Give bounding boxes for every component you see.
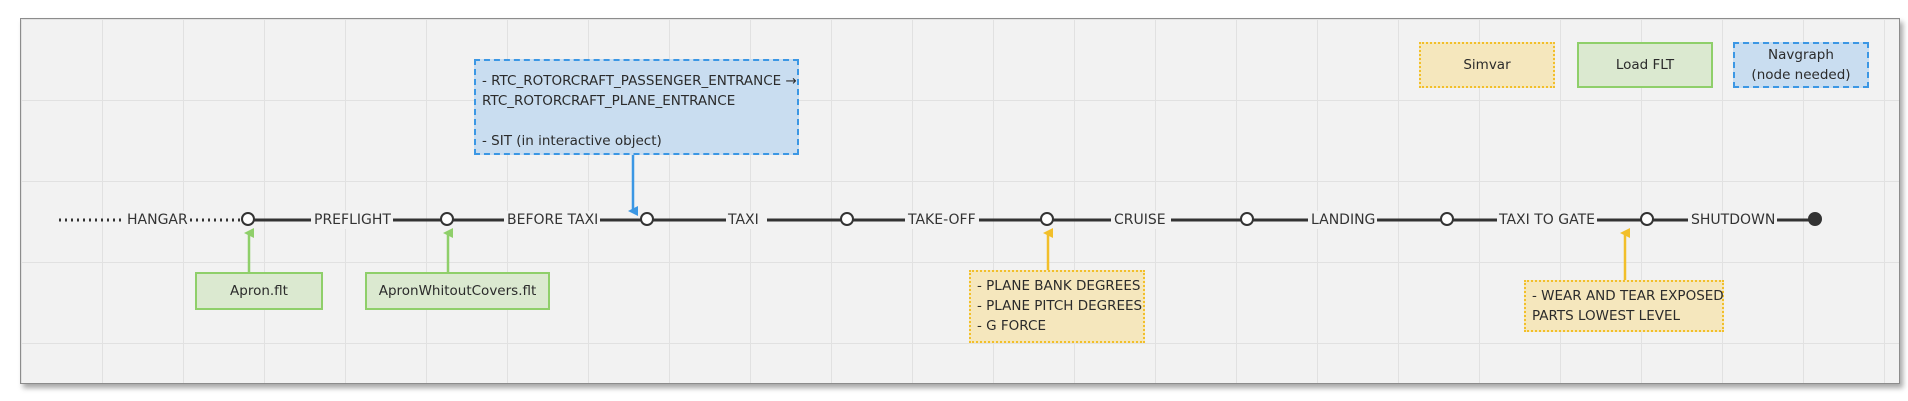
legend-navgraph-sublabel: (node needed) xyxy=(1751,67,1851,83)
navgraph-line: - RTC_ROTORCRAFT_PASSENGER_ENTRANCE → xyxy=(482,73,797,89)
end-node xyxy=(1808,212,1822,226)
navgraph-line xyxy=(482,111,791,131)
flt-box-label: ApronWhitoutCovers.flt xyxy=(378,283,537,299)
stage-preflight: PREFLIGHT xyxy=(312,211,393,229)
legend-load-flt: Load FLT xyxy=(1577,42,1713,88)
simvar-line: - WEAR AND TEAR EXPOSED xyxy=(1532,288,1724,304)
stage-taxi-to-gate: TAXI TO GATE xyxy=(1497,211,1597,229)
stage-take-off: TAKE-OFF xyxy=(906,211,978,229)
milestone-node xyxy=(241,212,255,226)
stage-landing: LANDING xyxy=(1309,211,1378,229)
stage-cruise: CRUISE xyxy=(1112,211,1168,229)
navgraph-box: - RTC_ROTORCRAFT_PASSENGER_ENTRANCE → RT… xyxy=(474,59,799,155)
legend-load-flt-label: Load FLT xyxy=(1615,57,1675,73)
navgraph-line: RTC_ROTORCRAFT_PLANE_ENTRANCE xyxy=(482,93,736,109)
legend-simvar-label: Simvar xyxy=(1463,57,1511,73)
simvar-box-takeoff: - PLANE BANK DEGREES - PLANE PITCH DEGRE… xyxy=(969,270,1145,343)
stage-before-taxi: BEFORE TAXI xyxy=(505,211,601,229)
simvar-line: PARTS LOWEST LEVEL xyxy=(1532,308,1681,324)
diagram-canvas: HANGAR PREFLIGHT BEFORE TAXI TAXI TAKE-O… xyxy=(20,18,1900,384)
legend-navgraph-label: Navgraph xyxy=(1768,47,1834,63)
simvar-line: - PLANE BANK DEGREES xyxy=(977,278,1141,294)
stage-hangar: HANGAR xyxy=(125,211,190,229)
legend-simvar: Simvar xyxy=(1419,42,1555,88)
connector-layer xyxy=(59,155,1810,280)
milestone-node xyxy=(640,212,654,226)
navgraph-line: - SIT (in interactive object) xyxy=(482,133,662,149)
milestone-node xyxy=(840,212,854,226)
milestone-node xyxy=(1440,212,1454,226)
milestone-node xyxy=(1040,212,1054,226)
simvar-box-shutdown: - WEAR AND TEAR EXPOSED PARTS LOWEST LEV… xyxy=(1524,280,1724,332)
stage-shutdown: SHUTDOWN xyxy=(1689,211,1778,229)
legend-navgraph: Navgraph (node needed) xyxy=(1733,42,1869,88)
milestone-node xyxy=(1240,212,1254,226)
stage-taxi: TAXI xyxy=(726,211,761,229)
milestone-node xyxy=(440,212,454,226)
milestone-node xyxy=(1640,212,1654,226)
flt-box-apron: Apron.flt xyxy=(195,272,323,310)
flt-box-apron-without-covers: ApronWhitoutCovers.flt xyxy=(365,272,550,310)
flt-box-label: Apron.flt xyxy=(230,283,288,299)
simvar-line: - G FORCE xyxy=(977,318,1046,334)
simvar-line: - PLANE PITCH DEGREES xyxy=(977,298,1143,314)
